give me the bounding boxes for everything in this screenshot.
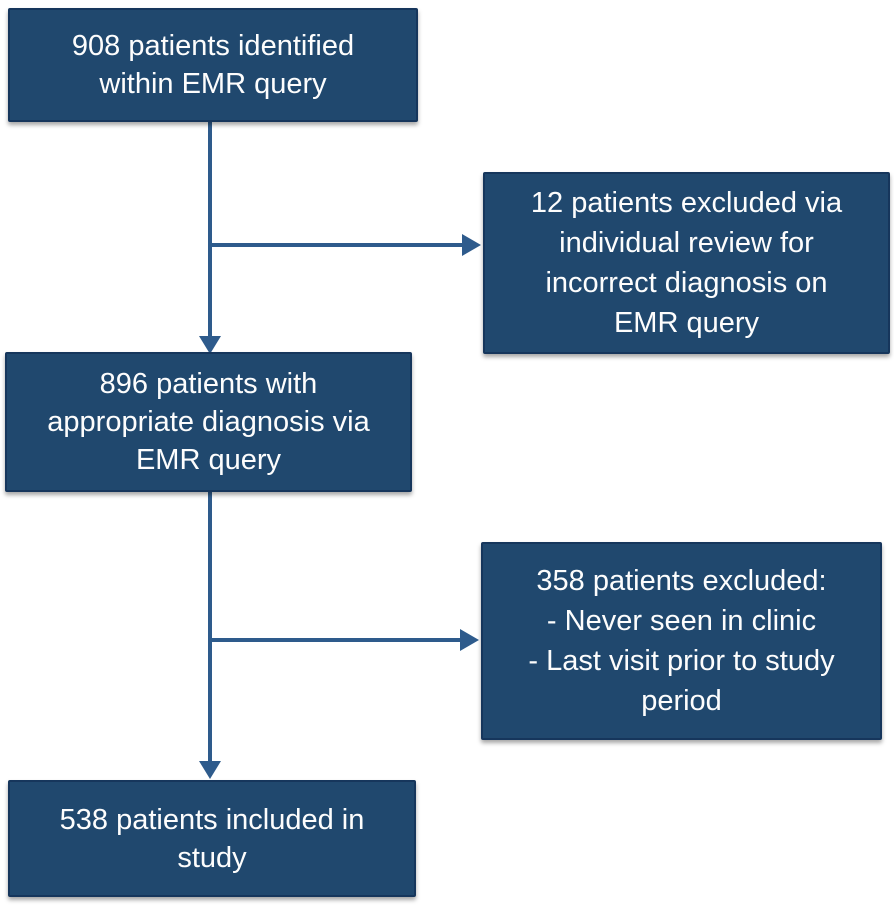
node-12-excluded-review-label: 12 patients excluded via individual revi… <box>530 187 843 339</box>
arrow-appropriate-to-included <box>199 492 221 779</box>
node-12-excluded-review: 12 patients excluded via individual revi… <box>483 172 890 354</box>
node-538-included: 538 patients included in study <box>8 780 416 897</box>
arrow-branch-to-excluded-clinic <box>208 629 479 651</box>
node-908-identified-label: 908 patients identified within EMR query <box>71 30 355 100</box>
arrow-branch-to-excluded-review <box>208 234 481 256</box>
node-896-appropriate-diagnosis-label: 896 patients with appropriate diagnosis … <box>47 368 370 476</box>
arrow-identified-to-appropriate <box>199 122 221 354</box>
node-358-excluded: 358 patients excluded: - Never seen in c… <box>481 542 882 740</box>
node-896-appropriate-diagnosis: 896 patients with appropriate diagnosis … <box>5 352 412 492</box>
node-908-identified: 908 patients identified within EMR query <box>8 8 418 122</box>
node-358-excluded-label: 358 patients excluded: - Never seen in c… <box>528 565 835 717</box>
node-538-included-label: 538 patients included in study <box>59 803 365 874</box>
